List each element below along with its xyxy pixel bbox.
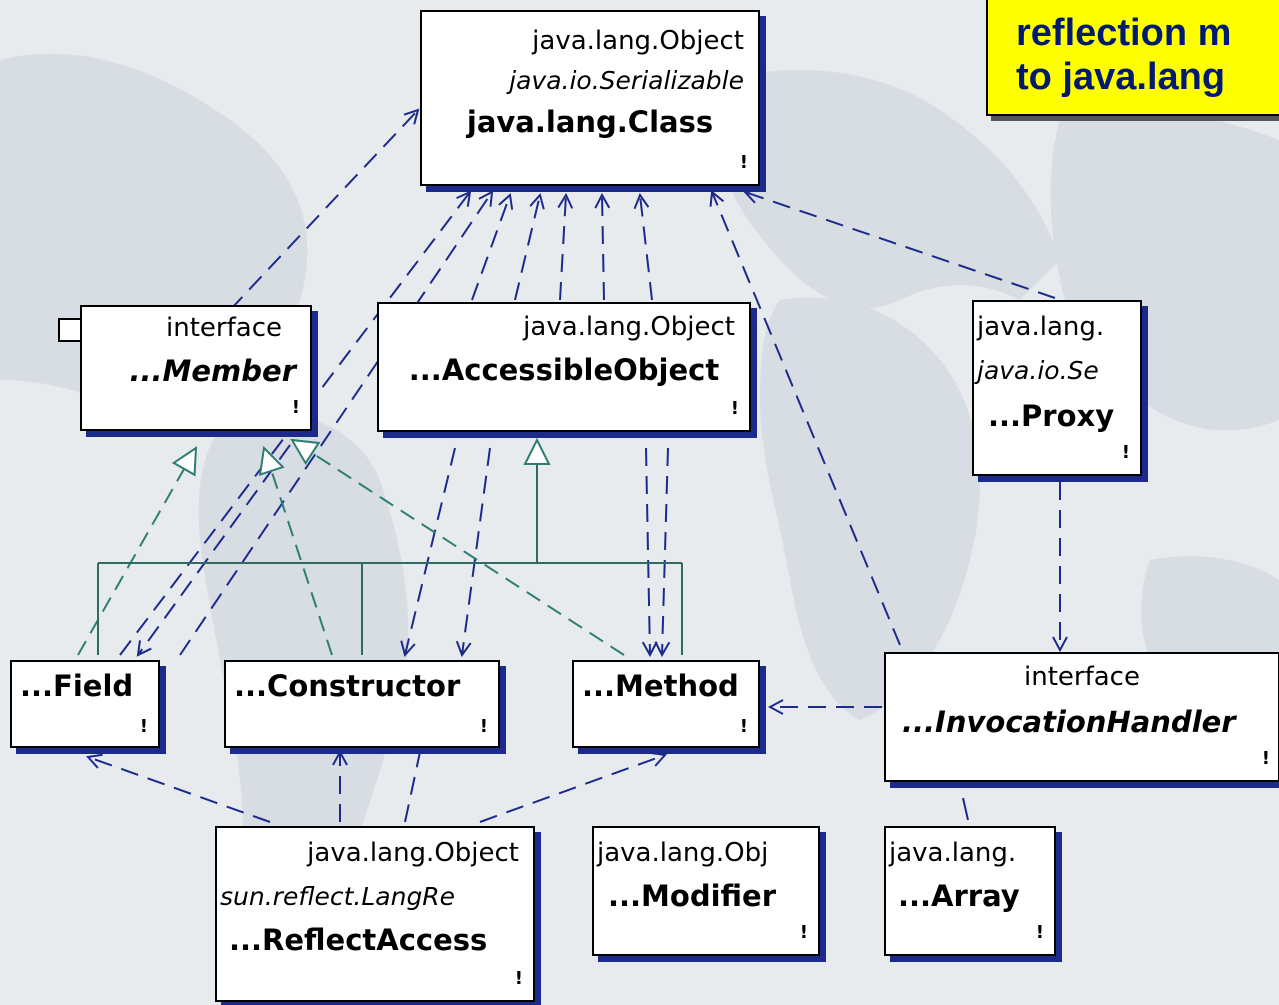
proxy-name: ...Proxy (988, 399, 1115, 433)
array-mark: ! (1035, 922, 1044, 943)
class-interface: java.io.Serializable (509, 66, 744, 95)
reflectaccess-mark: ! (514, 968, 523, 989)
dep-invocation-class (712, 192, 901, 646)
dep-accessible-class-1 (471, 195, 510, 301)
modifier-stereotype: java.lang.Obj (597, 838, 769, 868)
realize-constructor-member (264, 448, 333, 656)
dep-array-invocation (962, 797, 969, 821)
field-mark: ! (139, 716, 148, 737)
class-proxy[interactable]: java.lang. java.io.Se ...Proxy ! (972, 300, 1142, 476)
dep-member-class (229, 110, 418, 311)
field-name: ...Field (20, 669, 134, 703)
class-constructor[interactable]: ...Constructor ! (224, 660, 500, 748)
dep-reflectaccess-accessible (404, 751, 421, 823)
dep-reflectaccess-method (479, 755, 665, 823)
member-stereotype: interface (166, 313, 282, 343)
accessible-stereotype: java.lang.Object (523, 312, 735, 342)
note-line-2: to java.lang (1016, 56, 1226, 98)
dep-accessible-constructor-2 (462, 447, 491, 655)
realize-field-member (77, 448, 196, 656)
class-array[interactable]: java.lang. ...Array ! (884, 826, 1056, 956)
dep-accessible-class-3 (560, 195, 566, 301)
member-name: ...Member (129, 354, 296, 388)
realize-method-member (292, 440, 625, 656)
array-stereotype: java.lang. (889, 838, 1017, 868)
invocation-mark: ! (1261, 748, 1270, 769)
dep-accessible-method-1 (646, 447, 650, 655)
method-name: ...Method (582, 669, 739, 703)
array-name: ...Array (898, 879, 1020, 913)
class-member[interactable]: interface ...Member ! (80, 305, 312, 431)
constructor-mark: ! (479, 716, 488, 737)
class-stereotype: java.lang.Object (532, 26, 744, 56)
dep-member-field (138, 444, 291, 655)
class-modifier[interactable]: java.lang.Obj ...Modifier ! (592, 826, 820, 956)
callout-note: reflection m to java.lang (986, 0, 1279, 116)
accessible-mark: ! (730, 398, 739, 419)
dep-accessible-class-2 (514, 195, 540, 301)
invocation-name: ...InvocationHandler (902, 705, 1236, 739)
modifier-mark: ! (799, 922, 808, 943)
class-invocation-handler[interactable]: interface ...InvocationHandler ! (884, 652, 1279, 782)
class-name: java.lang.Class (466, 105, 714, 139)
class-method[interactable]: ...Method ! (572, 660, 760, 748)
class-accessible-object[interactable]: java.lang.Object ...AccessibleObject ! (377, 302, 751, 432)
invocation-stereotype: interface (1024, 662, 1140, 692)
class-java-lang-class[interactable]: java.lang.Object java.io.Serializable ja… (420, 10, 760, 186)
dep-proxy-class (745, 192, 1056, 299)
modifier-name: ...Modifier (608, 879, 776, 913)
method-mark: ! (739, 716, 748, 737)
constructor-name: ...Constructor (234, 669, 461, 703)
reflectaccess-stereotype: java.lang.Object (307, 838, 519, 868)
accessible-name: ...AccessibleObject (408, 353, 720, 387)
dep-accessible-constructor-1 (405, 447, 456, 655)
proxy-interface: java.io.Se (977, 356, 1099, 385)
reflectaccess-interface: sun.reflect.LangRe (220, 882, 456, 911)
member-mark: ! (291, 397, 300, 418)
class-mark: ! (739, 152, 748, 173)
dep-accessible-method-2 (662, 447, 668, 655)
reflectaccess-name: ...ReflectAccess (229, 923, 488, 957)
dep-constructor-class (179, 192, 492, 656)
note-line-1: reflection m (1016, 12, 1232, 54)
proxy-stereotype: java.lang. (977, 312, 1105, 342)
dep-accessible-class-5 (640, 195, 653, 301)
class-field[interactable]: ...Field ! (10, 660, 160, 748)
class-reflect-access[interactable]: java.lang.Object sun.reflect.LangRe ...R… (215, 826, 535, 1002)
dep-accessible-class-4 (602, 195, 604, 301)
dep-reflectaccess-field (88, 757, 271, 823)
proxy-mark: ! (1121, 442, 1130, 463)
